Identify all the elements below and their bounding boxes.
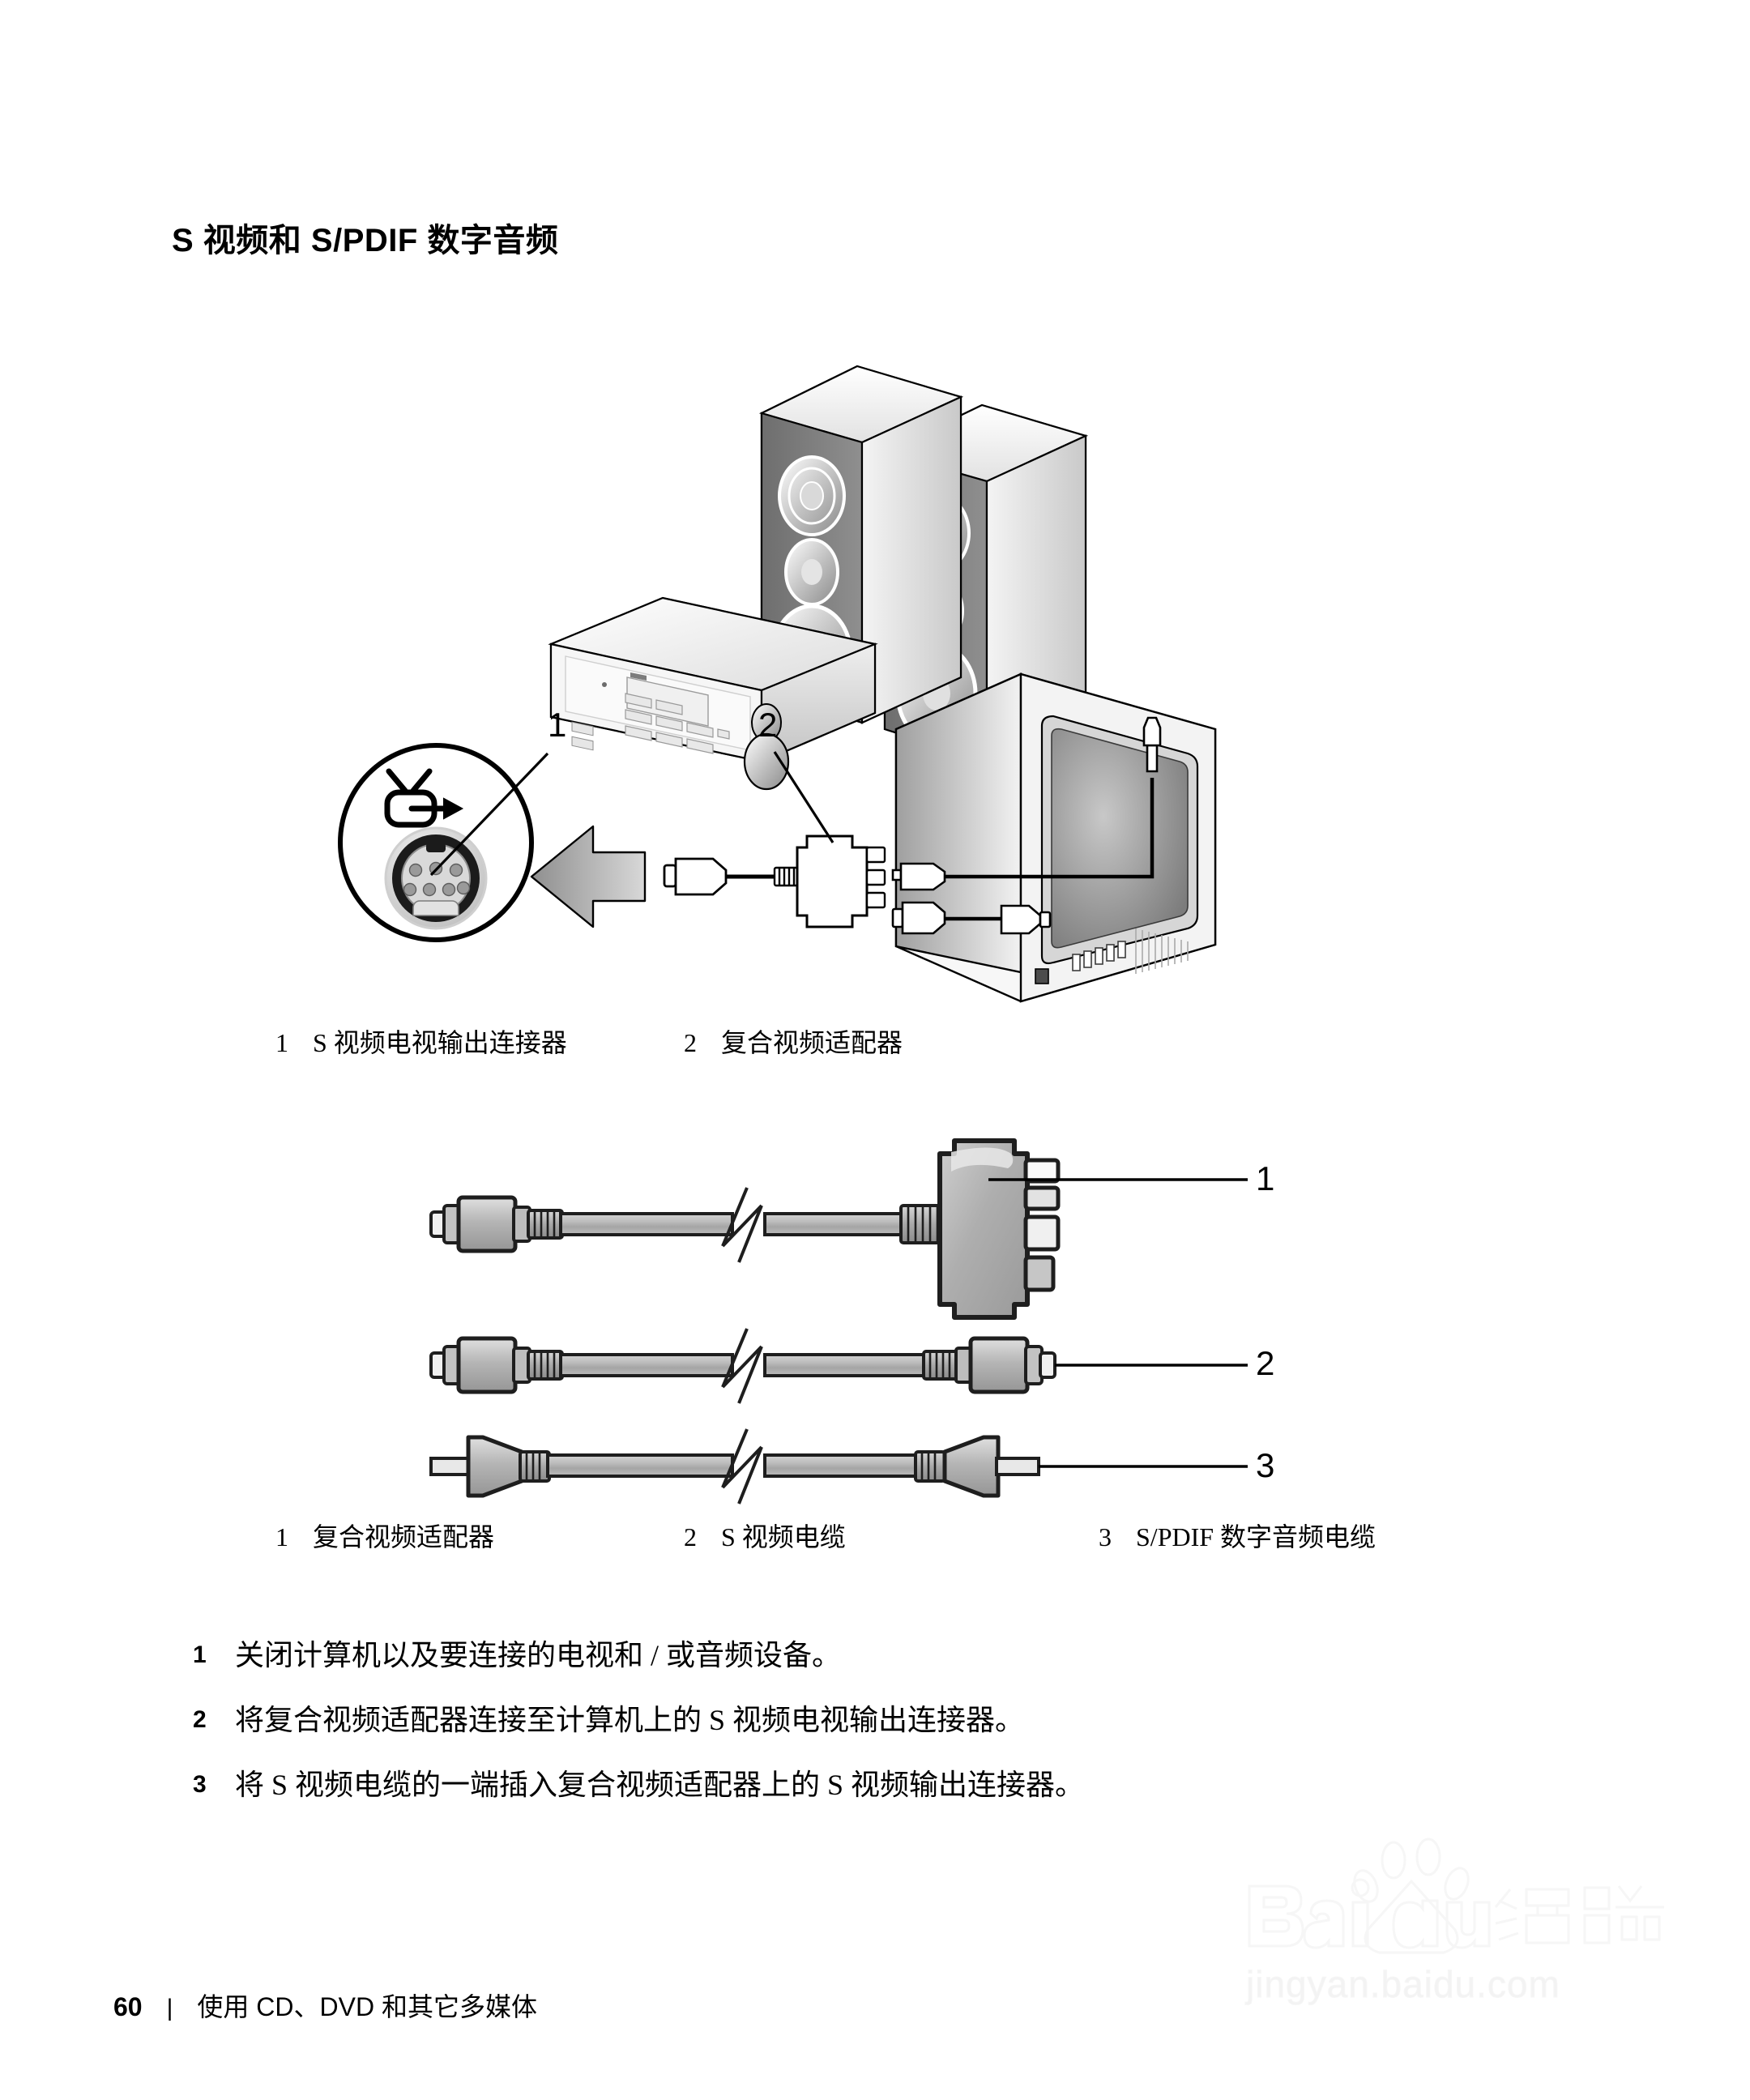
caption2-item-1: 1 复合视频适配器 xyxy=(275,1517,494,1554)
caption2-num-2: 2 xyxy=(684,1522,697,1552)
caption1-num-2: 2 xyxy=(684,1028,697,1057)
spdif-cable xyxy=(945,778,1155,879)
footer-separator: | xyxy=(166,1995,173,2021)
page-footer: 60 | 使用 CD、DVD 和其它多媒体 xyxy=(113,1987,537,2024)
caption2-label-1: 复合视频适配器 xyxy=(313,1522,495,1552)
step-3-number: 3 xyxy=(193,1771,207,1798)
row-s-video-cable xyxy=(429,1328,1248,1404)
composite-video-adapter xyxy=(796,834,886,928)
cable-break-symbol xyxy=(721,1328,763,1404)
crt-television xyxy=(894,672,1217,1003)
callout-leaders xyxy=(429,751,834,877)
paw-pad xyxy=(1364,1879,1459,1954)
caption2-label-3: S/PDIF 数字音频电缆 xyxy=(1136,1522,1377,1552)
caption2-item-3: 3 S/PDIF 数字音频电缆 xyxy=(1099,1517,1376,1554)
tv-video-plug xyxy=(891,901,946,935)
step-1: 1 关闭计算机以及要连接的电视和 / 或音频设备。 xyxy=(193,1637,1408,1674)
step-2-number: 2 xyxy=(193,1706,207,1733)
figure1-caption: 1 S 视频电视输出连接器 2 复合视频适配器 xyxy=(275,1022,1248,1063)
paw-toe xyxy=(1444,1867,1470,1901)
paw-toe xyxy=(1381,1841,1406,1880)
footer-page-number: 60 xyxy=(113,1992,143,2021)
tv-input-plug xyxy=(1000,904,1052,935)
insert-direction-arrow xyxy=(530,825,647,928)
cables-and-adapter-diagram: 1 2 3 xyxy=(421,1110,1345,1515)
page-title: S 视频和 S/PDIF 数字音频 xyxy=(172,223,559,258)
paw-toe xyxy=(1415,1838,1441,1876)
figure2-callout-3: 3 xyxy=(1256,1446,1275,1484)
figure2-caption: 1 复合视频适配器 2 S 视频电缆 3 S/PDIF 数字音频电缆 xyxy=(275,1517,1491,1557)
step-3: 3 将 S 视频电缆的一端插入复合视频适配器上的 S 视频输出连接器。 xyxy=(193,1766,1408,1803)
cable-break-symbol xyxy=(721,1187,763,1263)
caption2-num-1: 1 xyxy=(275,1522,288,1552)
caption1-label-2: 复合视频适配器 xyxy=(721,1028,903,1057)
s-video-spdif-connection-diagram: 1 2 xyxy=(308,275,1507,1005)
caption1-num-1: 1 xyxy=(275,1028,288,1057)
tv-out-icon xyxy=(384,768,464,828)
caption1-item-2: 2 复合视频适配器 xyxy=(684,1022,903,1060)
receiver-audio-plug xyxy=(1142,716,1162,773)
caption1-item-1: 1 S 视频电视输出连接器 xyxy=(275,1022,567,1060)
procedure-steps: 1 关闭计算机以及要连接的电视和 / 或音频设备。 2 将复合视频适配器连接至计… xyxy=(193,1637,1408,1831)
av-receiver xyxy=(548,596,878,791)
figure1-callout-1: 1 xyxy=(548,706,567,744)
baidu-jingyan-watermark: jingyan.baidu.com xyxy=(1231,1838,1664,2025)
footer-chapter-title: 使用 CD、DVD 和其它多媒体 xyxy=(197,1992,537,2021)
figure2-callout-2: 2 xyxy=(1256,1344,1275,1382)
s-video-tv-out-port xyxy=(338,743,534,942)
step-2-text: 将复合视频适配器连接至计算机上的 S 视频电视输出连接器。 xyxy=(235,1704,1025,1736)
paw-toe xyxy=(1353,1869,1379,1903)
figure1-callout-2: 2 xyxy=(758,706,778,744)
step-1-number: 1 xyxy=(193,1641,207,1668)
speaker-pair xyxy=(758,365,1089,763)
s-video-cable-plug xyxy=(663,857,728,896)
step-3-text: 将 S 视频电缆的一端插入复合视频适配器上的 S 视频输出连接器。 xyxy=(235,1769,1085,1801)
step-2: 2 将复合视频适配器连接至计算机上的 S 视频电视输出连接器。 xyxy=(193,1701,1408,1739)
cable-strain-relief xyxy=(773,866,799,887)
watermark-url: jingyan.baidu.com xyxy=(1246,1963,1560,2006)
caption1-label-1: S 视频电视输出连接器 xyxy=(313,1028,567,1057)
figure2-callout-1: 1 xyxy=(1256,1159,1275,1197)
caption2-item-2: 2 S 视频电缆 xyxy=(684,1517,846,1554)
row-spdif-audio-cable xyxy=(429,1428,1248,1505)
row-composite-video-adapter xyxy=(429,1138,1248,1320)
step-1-text: 关闭计算机以及要连接的电视和 / 或音频设备。 xyxy=(235,1639,842,1671)
caption2-label-2: S 视频电缆 xyxy=(721,1522,846,1552)
caption2-num-3: 3 xyxy=(1099,1522,1112,1552)
cable-break-symbol xyxy=(721,1428,763,1505)
spdif-audio-plug xyxy=(891,862,946,891)
